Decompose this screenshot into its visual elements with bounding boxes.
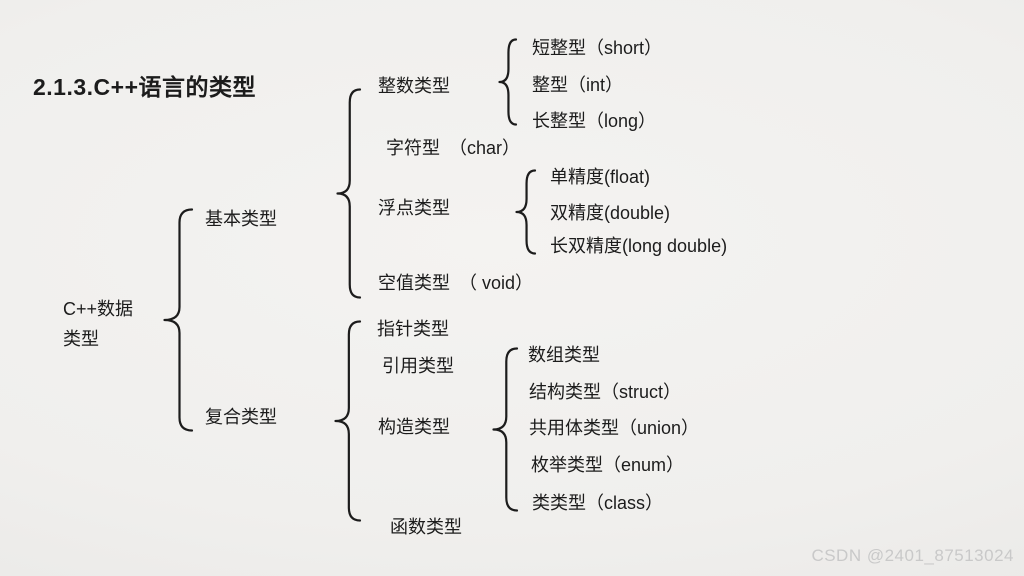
node-construct-type: 构造类型 (378, 417, 450, 437)
leaf-union: 共用体类型（union） (529, 418, 700, 438)
brace-compound-type (334, 320, 362, 522)
node-root: C++数据类型 (63, 294, 133, 354)
leaf-float: 单精度(float) (550, 167, 651, 187)
leaf-struct: 结构类型（struct） (529, 382, 682, 402)
brace-construct-type (492, 347, 519, 512)
node-root-line2: 类型 (63, 329, 99, 349)
node-function-type: 函数类型 (390, 517, 462, 537)
node-root-line1: C++数据 (63, 299, 134, 319)
leaf-array: 数组类型 (528, 345, 600, 365)
node-basic-type: 基本类型 (205, 209, 277, 229)
leaf-int: 整型（int） (532, 75, 624, 95)
brace-float-type (515, 169, 537, 255)
leaf-class: 类类型（class） (532, 493, 664, 513)
leaf-double: 双精度(double) (550, 203, 671, 223)
watermark: CSDN @2401_87513024 (811, 546, 1014, 565)
leaf-short: 短整型（short） (532, 38, 663, 58)
page-title: 2.1.3.C++语言的类型 (33, 74, 257, 100)
brace-integer-type (498, 38, 518, 126)
leaf-enum: 枚举类型（enum） (531, 455, 685, 475)
node-void-type: 空值类型 （ void） (378, 273, 534, 293)
node-reference-type: 引用类型 (382, 356, 454, 376)
node-integer-type: 整数类型 (378, 76, 450, 96)
leaf-long: 长整型（long） (532, 111, 657, 131)
brace-basic-type (336, 88, 362, 299)
node-pointer-type: 指针类型 (377, 319, 449, 339)
brace-root (163, 208, 194, 432)
node-char-type: 字符型 （char） (386, 138, 521, 158)
leaf-long-double: 长双精度(long double) (550, 236, 728, 256)
node-compound-type: 复合类型 (205, 407, 277, 427)
node-float-type: 浮点类型 (378, 198, 450, 218)
